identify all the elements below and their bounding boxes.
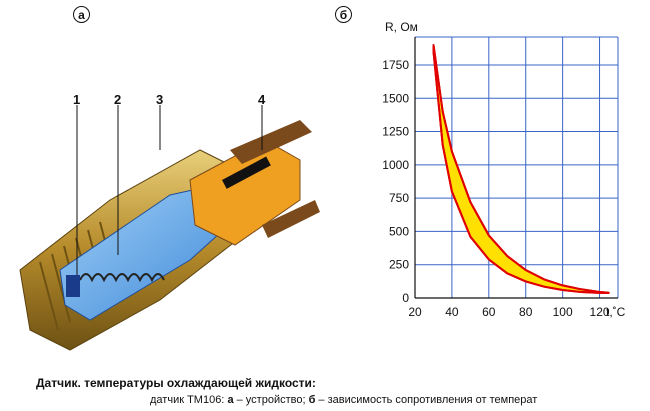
connector-tab-lower	[262, 200, 320, 238]
caption-letter-b: б	[308, 394, 316, 406]
y-tick-label-3: 750	[389, 191, 409, 205]
series-line-0	[432, 44, 609, 294]
series-line-1	[432, 51, 609, 294]
y-tick-label-5: 1250	[382, 125, 409, 139]
panel-label-b: б	[335, 6, 352, 23]
thermistor-pellet	[66, 275, 80, 297]
caption-text-b: – зависимость сопротивления от температ	[315, 394, 538, 406]
caption-letter-a: а	[227, 394, 234, 406]
y-tick-label-4: 1000	[382, 158, 409, 172]
y-axis-label: R, Ом	[385, 20, 418, 34]
y-tick-label-7: 1750	[382, 58, 409, 72]
x-tick-label-3: 80	[519, 305, 533, 319]
connector-tab-upper	[230, 120, 312, 164]
resistance-band-area	[432, 44, 610, 294]
panel-label-a: а	[73, 6, 90, 23]
caption-text-a: – устройство;	[233, 394, 309, 406]
x-tick-label-0: 20	[408, 305, 422, 319]
resistance-temperature-chart: 0 250 500 750 1000 1250 1500 1750 20 40 60 80 100 120…	[382, 20, 626, 319]
x-tick-label-1: 40	[445, 305, 459, 319]
x-tick-label-5: 120	[590, 305, 610, 319]
spring-element	[79, 273, 165, 283]
sensor-cutaway-illustration	[19, 105, 320, 351]
caption-prefix: датчик ТМ106:	[150, 394, 228, 406]
y-tick-label-0: 0	[402, 291, 409, 305]
x-tick-label-4: 100	[553, 305, 573, 319]
y-tick-label-2: 500	[389, 224, 409, 238]
x-tick-label-2: 60	[482, 305, 496, 319]
callout-3: 3	[156, 92, 164, 107]
contact-pin	[221, 156, 271, 189]
caption-description: датчик ТМ106: а – устройство; б – зависи…	[150, 394, 650, 406]
y-tick-label-1: 250	[389, 258, 409, 272]
caption-title: Датчик. температуры охлаждающей жидкости…	[36, 376, 316, 390]
x-axis-label: t,˚C	[606, 305, 626, 319]
callout-1: 1	[73, 92, 81, 107]
callout-2: 2	[114, 92, 122, 107]
y-tick-label-6: 1500	[382, 91, 409, 105]
callout-4: 4	[258, 92, 266, 107]
